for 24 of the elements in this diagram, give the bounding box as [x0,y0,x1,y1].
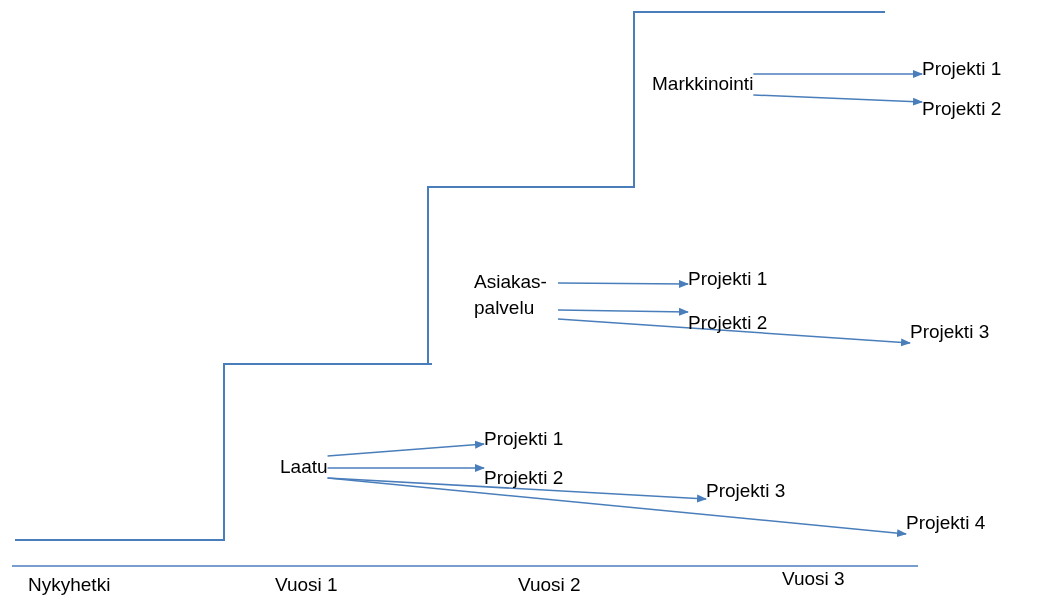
arrow [557,318,911,347]
arrow [752,70,923,78]
project-label: Projekti 1 [688,266,768,292]
timeline-label: Vuosi 2 [518,573,581,597]
arrow [326,477,907,538]
project-label: Projekti 4 [906,510,986,536]
project-label: Projekti 3 [910,319,990,345]
project-label: Projekti 1 [922,56,1002,82]
project-label: Projekti 2 [484,465,564,491]
area-label: Laatu [280,454,328,480]
area-label: Asiakas- palvelu [474,269,558,321]
area-label: Markkinointi [652,71,754,97]
arrow [326,440,485,457]
arrow [752,94,923,106]
timeline-label: Vuosi 3 [782,567,845,591]
project-label: Projekti 2 [922,96,1002,122]
project-label: Projekti 1 [484,426,564,452]
timeline-label: Vuosi 1 [275,573,338,597]
arrow [557,307,689,316]
project-label: Projekti 3 [706,478,786,504]
arrow [326,464,485,472]
arrow [557,279,689,288]
timeline-label: Nykyhetki [28,573,111,597]
project-label: Projekti 2 [688,310,768,336]
